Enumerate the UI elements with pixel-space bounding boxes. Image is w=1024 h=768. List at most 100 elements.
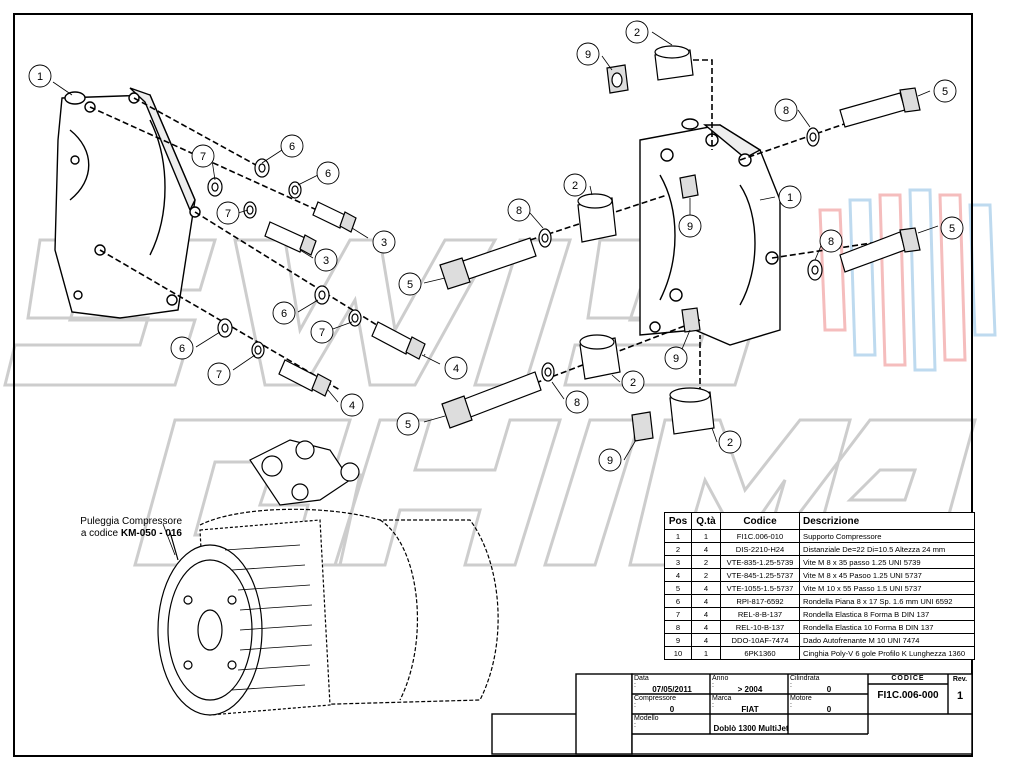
- balloon-number: 5: [405, 419, 411, 431]
- data-label: Data :: [634, 675, 649, 689]
- header-desc: Descrizione: [799, 512, 975, 530]
- part-pos: 3: [664, 555, 692, 569]
- balloon-9-top: 9: [576, 42, 600, 66]
- balloon-number: 7: [225, 208, 231, 220]
- balloon-number: 9: [585, 49, 591, 61]
- balloon-number: 6: [179, 343, 185, 355]
- balloon-number: 2: [634, 27, 640, 39]
- rev-label: Rev.: [952, 676, 968, 683]
- balloon-9-lower: 9: [664, 346, 688, 370]
- header-qty: Q.tà: [691, 512, 721, 530]
- marca-value: FIAT: [741, 705, 759, 714]
- part-code: FI1C.006-010: [720, 529, 800, 543]
- motore-label: Motore :: [790, 695, 812, 709]
- part-code: VTE-835-1.25-5739: [720, 555, 800, 569]
- header-pos: Pos: [664, 512, 692, 530]
- balloon-9-bottom: 9: [598, 448, 622, 472]
- balloon-5-left-bottom: 5: [396, 412, 420, 436]
- codice-value: FI1C.006-000: [877, 690, 939, 701]
- balloon-number: 3: [381, 237, 387, 249]
- part-code: DDO-10AF-7474: [720, 633, 800, 647]
- balloon-1-right: 1: [778, 185, 802, 209]
- compressore-label: Compressore :: [634, 695, 677, 709]
- part-qty: 2: [691, 568, 721, 582]
- part-code: RPI-817-6592: [720, 594, 800, 608]
- balloon-number: 2: [572, 180, 578, 192]
- balloon-number: 2: [630, 377, 636, 389]
- part-pos: 2: [664, 542, 692, 556]
- pulley-caption-line1: Puleggia Compressore: [80, 516, 182, 527]
- rev-value: 1: [956, 690, 964, 702]
- balloon-number: 3: [323, 255, 329, 267]
- balloon-number: 4: [349, 400, 355, 412]
- pulley-code: KM-050 - 016: [120, 528, 182, 539]
- cilindrata-value: 0: [826, 685, 832, 694]
- balloon-number: 8: [516, 205, 522, 217]
- pulley-caption-prefix: a codice: [80, 528, 121, 539]
- balloon-5-left-top: 5: [398, 272, 422, 296]
- balloon-2-bottom: 2: [718, 430, 742, 454]
- codice-label: CODICE: [891, 675, 925, 682]
- balloon-4-b: 4: [340, 393, 364, 417]
- balloon-number: 9: [607, 455, 613, 467]
- part-qty: 2: [691, 555, 721, 569]
- balloon-2-lower: 2: [621, 370, 645, 394]
- balloon-6-d: 6: [170, 336, 194, 360]
- balloon-number: 2: [727, 437, 733, 449]
- data-value: 07/05/2011: [652, 685, 692, 694]
- balloon-1-left: 1: [28, 64, 52, 88]
- balloon-2-top: 2: [625, 20, 649, 44]
- balloon-number: 6: [281, 308, 287, 320]
- part-desc: Rondella Elastica 8 Forma B DIN 137: [799, 607, 975, 621]
- part-desc: Vite M 8 x 35 passo 1.25 UNI 5739: [799, 555, 975, 569]
- part-pos: 8: [664, 620, 692, 634]
- part-desc: Dado Autofrenante M 10 UNI 7474: [799, 633, 975, 647]
- part-desc: Rondella Piana 8 x 17 Sp. 1.6 mm UNI 659…: [799, 594, 975, 608]
- balloon-7-d: 7: [207, 362, 231, 386]
- balloon-3-a: 3: [372, 230, 396, 254]
- balloon-number: 7: [216, 369, 222, 381]
- balloon-number: 8: [828, 236, 834, 248]
- anno-value: > 2004: [737, 685, 763, 694]
- compressor-drawing: [157, 439, 499, 716]
- modello-value: Doblò 1300 MultiJet: [713, 724, 789, 733]
- part-desc: Cinghia Poly-V 6 gole Profilo K Lunghezz…: [799, 646, 975, 660]
- marca-label: Marca :: [712, 695, 732, 709]
- part-code: 6PK1360: [720, 646, 800, 660]
- right-bracket: [639, 118, 781, 346]
- balloon-number: 6: [289, 141, 295, 153]
- part-pos: 5: [664, 581, 692, 595]
- balloon-number: 1: [787, 192, 793, 204]
- modello-label: Modello :: [634, 715, 659, 729]
- balloon-6-b: 6: [316, 161, 340, 185]
- part-qty: 4: [691, 542, 721, 556]
- balloon-5-right-top: 5: [933, 79, 957, 103]
- anno-label: Anno :: [712, 675, 729, 689]
- balloon-number: 7: [200, 151, 206, 163]
- part-pos: 7: [664, 607, 692, 621]
- balloon-number: 5: [407, 279, 413, 291]
- part-code: DIS-2210-H24: [720, 542, 800, 556]
- balloon-7-b: 7: [216, 201, 240, 225]
- part-desc: Distanziale De=22 Di=10.5 Altezza 24 mm: [799, 542, 975, 556]
- part-qty: 4: [691, 633, 721, 647]
- balloon-9-mid: 9: [678, 214, 702, 238]
- balloon-8-right-top: 8: [774, 98, 798, 122]
- balloon-number: 5: [942, 86, 948, 98]
- pulley-caption-line2: a codice KM-050 - 016: [40, 528, 182, 540]
- balloon-number: 7: [319, 327, 325, 339]
- part-qty: 1: [691, 646, 721, 660]
- compressore-value: 0: [669, 705, 675, 714]
- balloon-number: 1: [37, 71, 43, 83]
- balloon-number: 9: [687, 221, 693, 233]
